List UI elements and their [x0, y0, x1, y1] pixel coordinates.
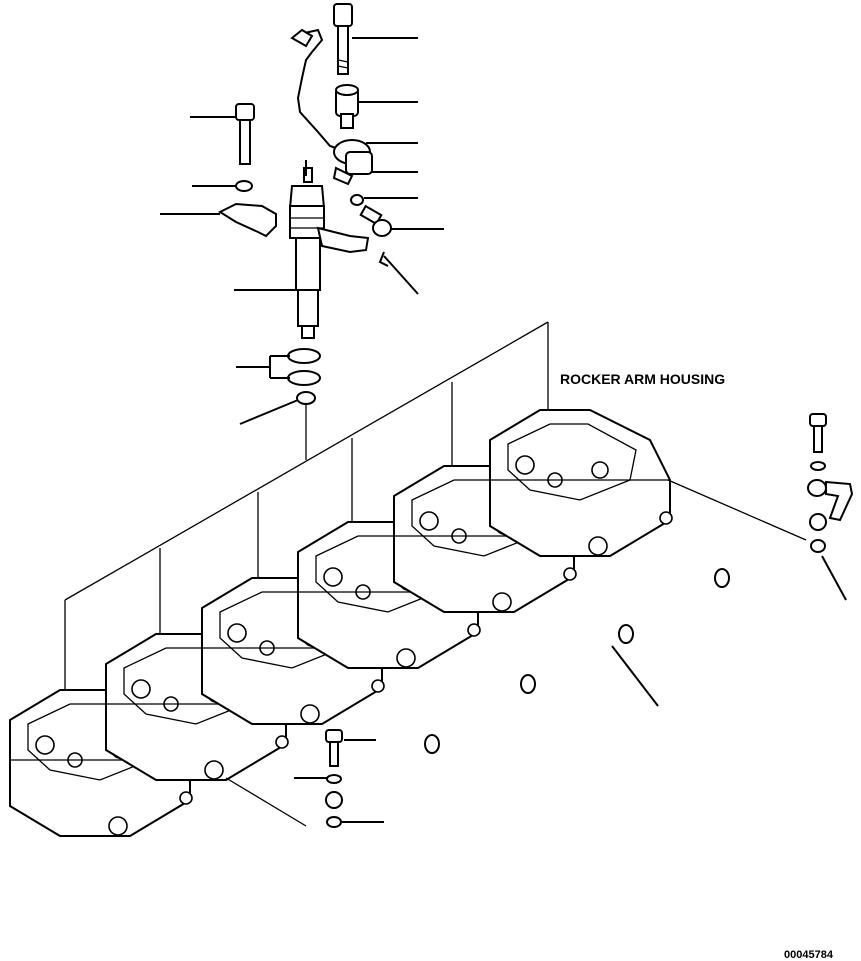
- injector-wire: [296, 28, 343, 151]
- figure-code: 00045784: [784, 949, 834, 961]
- rocker-housing-6: [489, 409, 673, 557]
- rocker-arm-housings: [9, 409, 673, 837]
- injector-body: [288, 167, 370, 339]
- sleeve: [335, 84, 359, 129]
- o-ring-lower: [287, 370, 321, 386]
- right-end-fittings: [667, 413, 854, 601]
- hold-down-bolt: [235, 103, 255, 192]
- o-ring-upper: [287, 348, 321, 364]
- clip-spring: [378, 251, 389, 267]
- fuel-rail-pipe: [325, 513, 827, 809]
- injector-clamp: [217, 202, 277, 238]
- seal-washer: [296, 391, 316, 405]
- injector-assembly: [217, 3, 392, 405]
- housing-label: ROCKER ARM HOUSING: [560, 371, 725, 387]
- pipe-end-fittings: [225, 645, 659, 828]
- leader-lines: [160, 37, 444, 425]
- small-washer: [350, 194, 364, 206]
- wire-clip: [290, 28, 314, 48]
- small-screw: [359, 204, 392, 237]
- top-bolt: [333, 3, 353, 75]
- fuel-connector: [332, 139, 373, 186]
